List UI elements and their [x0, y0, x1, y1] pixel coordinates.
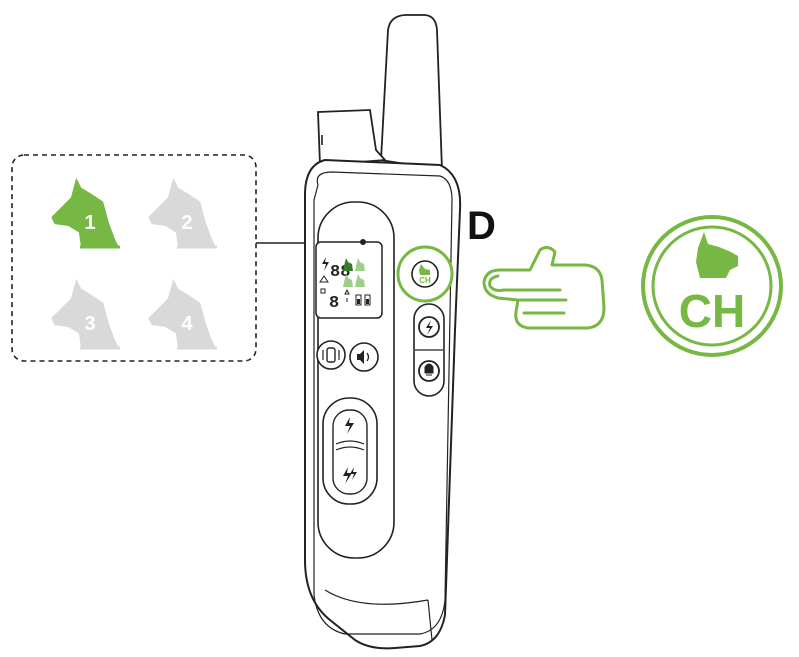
channel-3-number: 3 [84, 313, 95, 335]
channel-2-number: 2 [181, 212, 192, 234]
dog-head-icon [419, 264, 430, 275]
light-bulb-icon [424, 363, 434, 376]
channel-1-number: 1 [84, 212, 95, 234]
shock-icon [345, 417, 354, 434]
side-lightning-button[interactable] [418, 316, 440, 338]
channel-3-dog-icon: 3 [48, 273, 122, 350]
lcd-channel-2-icon [355, 258, 365, 271]
lcd-channel-1-icon [343, 258, 353, 271]
channel-panel [11, 154, 257, 362]
lcd-row2-digits: 8 [329, 294, 339, 313]
lcd-channel-3-icon [343, 274, 353, 287]
lcd-channel-4-icon [355, 274, 365, 287]
antenna [380, 14, 443, 172]
lcd-warning-icon [319, 275, 329, 283]
channel-4-dog-icon: 4 [145, 273, 219, 350]
beep-icon [357, 350, 370, 364]
side-light-button[interactable] [418, 360, 440, 382]
vibration-button[interactable] [316, 340, 346, 370]
beep-button[interactable] [349, 342, 379, 372]
channel-button-label: CH [419, 276, 431, 285]
dog-head-icon [696, 232, 738, 278]
channel-badge-label: CH [679, 285, 745, 337]
channel-1-dog-icon: 1 [48, 172, 122, 249]
lcd-shock-icon [322, 257, 329, 271]
shock-rocker[interactable] [322, 397, 378, 505]
boost-shock-icon [343, 467, 357, 484]
channel-4-number: 4 [181, 313, 193, 335]
lightning-icon [426, 320, 433, 335]
channel-button[interactable]: CH [396, 245, 454, 303]
vibration-icon [322, 347, 340, 363]
lcd-contents: 88 8 [319, 257, 371, 313]
channel-badge: CH [641, 215, 783, 357]
lcd-light-icon [344, 288, 350, 302]
callout-letter: D [467, 204, 496, 248]
pointing-hand-icon [482, 245, 606, 330]
channel-2-dog-icon: 2 [145, 172, 219, 249]
top-cap [317, 109, 387, 166]
